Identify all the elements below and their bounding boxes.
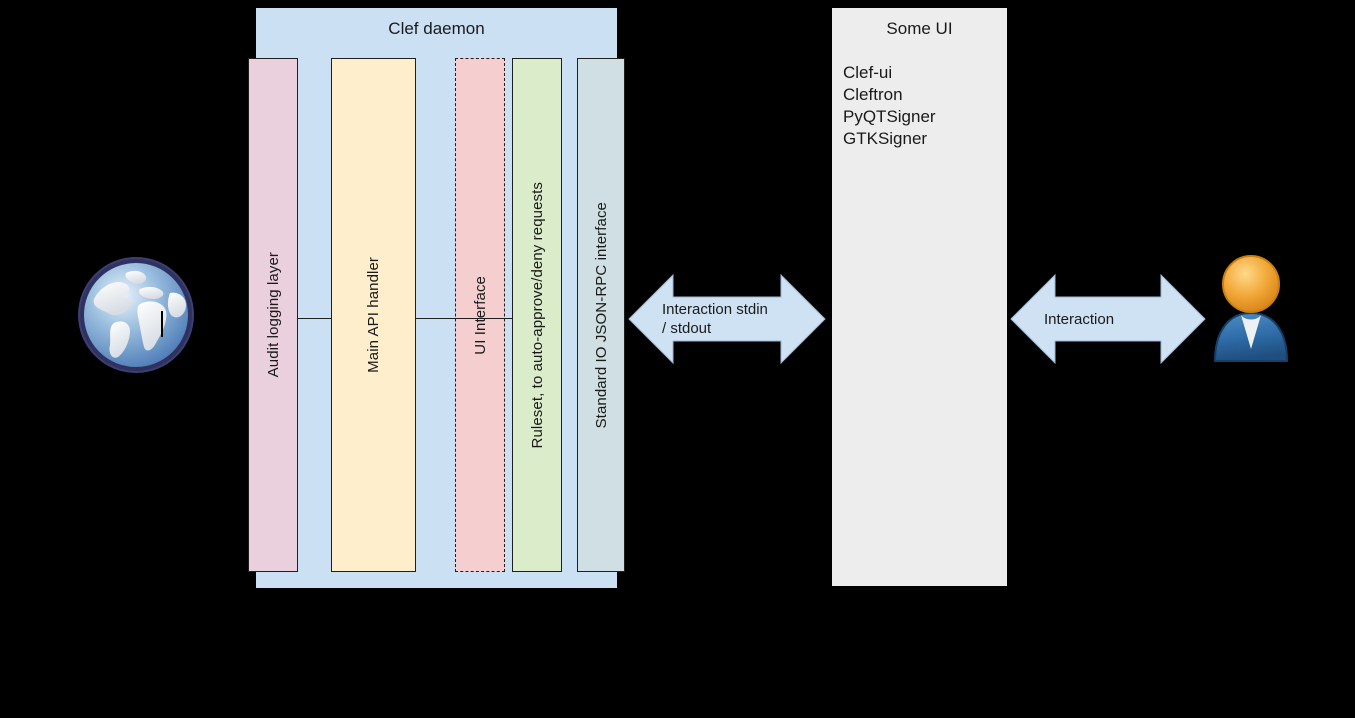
some-ui-panel xyxy=(832,8,1007,586)
connector-api-to-ruleset xyxy=(415,318,513,319)
component-label: Audit logging layer xyxy=(264,252,282,378)
list-item: PyQTSigner xyxy=(843,107,936,126)
globe-icon xyxy=(74,253,198,377)
connector-audit-to-api xyxy=(298,318,332,319)
component-main-api-handler[interactable]: Main API handler xyxy=(331,58,416,572)
component-label: UI Interface xyxy=(471,275,489,355)
component-audit-logging-layer[interactable]: Audit logging layer xyxy=(248,58,298,572)
component-label: Ruleset, to auto-approve/deny requests xyxy=(528,181,546,449)
component-label: Standard IO JSON-RPC interface xyxy=(592,201,610,429)
user-icon xyxy=(1205,253,1297,365)
component-ui-interface[interactable]: UI Interface xyxy=(455,58,505,572)
component-label: Main API handler xyxy=(365,257,382,373)
arrow-interaction-user: Interaction xyxy=(1010,274,1206,364)
component-standard-io-jsonrpc-interface[interactable]: Standard IO JSON-RPC interface xyxy=(577,58,625,572)
list-item: GTKSigner xyxy=(843,129,928,148)
list-item: Clef-ui xyxy=(843,63,893,82)
clef-daemon-title: Clef daemon xyxy=(388,19,485,38)
component-ruleset[interactable]: Ruleset, to auto-approve/deny requests xyxy=(512,58,562,572)
clef-daemon-container xyxy=(256,8,617,588)
arrow-interaction-stdin-stdout: Interaction stdin / stdout xyxy=(628,274,826,364)
some-ui-title: Some UI xyxy=(886,19,953,38)
some-ui-list: Clef-ui Cleftron PyQTSigner GTKSigner xyxy=(843,62,1003,150)
list-item: Cleftron xyxy=(843,85,903,104)
